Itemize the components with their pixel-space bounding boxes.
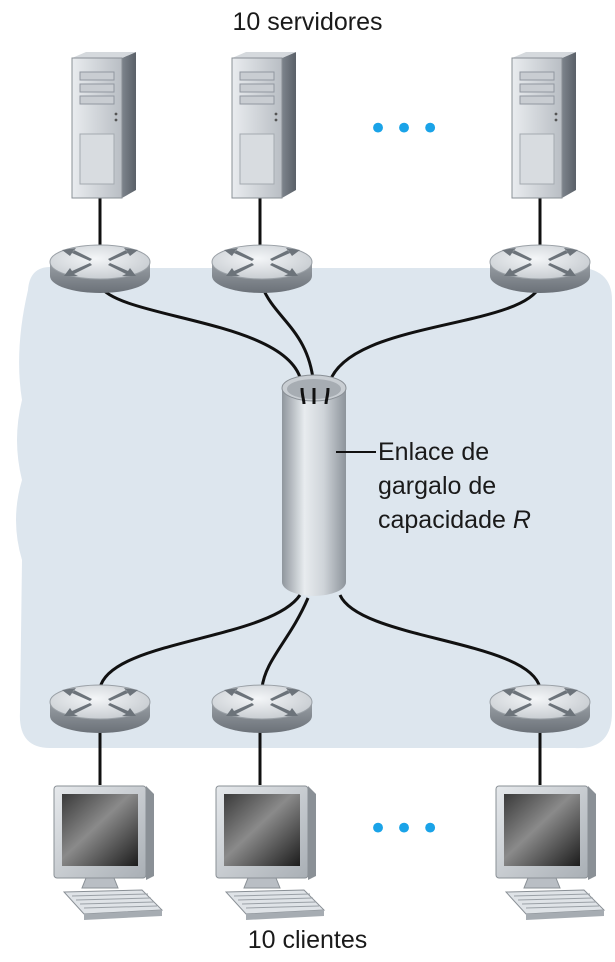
bottleneck-label-line3: capacidade R <box>378 503 531 537</box>
desktop-computer-icon <box>495 785 606 920</box>
servers-ellipsis: ••• <box>368 109 447 149</box>
servers-label: 10 servidores <box>232 8 383 36</box>
core-links <box>98 285 542 689</box>
server-links <box>98 196 542 248</box>
link-router3-core <box>326 285 542 389</box>
router-icon <box>211 684 313 733</box>
router-icon <box>49 684 151 733</box>
clients-ellipsis: ••• <box>368 809 447 849</box>
server-tower-icon <box>231 52 296 199</box>
clients-label: 10 clientes <box>247 926 368 954</box>
link-router1-core <box>98 285 304 389</box>
bottleneck-link-cylinder <box>281 374 347 596</box>
router-icon <box>489 684 591 733</box>
capacity-prefix: capacidade <box>378 506 513 534</box>
bottleneck-label-line2: gargalo de <box>378 472 497 500</box>
router-icon <box>49 244 151 293</box>
router-icon <box>489 244 591 293</box>
server-tower-icon <box>71 52 136 199</box>
desktop-computer-icon <box>53 785 164 920</box>
link-core-router5 <box>260 597 310 689</box>
link-core-router6 <box>338 594 542 689</box>
bottleneck-label: Enlace de gargalo de capacidade R <box>378 435 531 537</box>
link-core-router4 <box>98 594 302 689</box>
router-icon <box>211 244 313 293</box>
link-router2-core <box>260 285 316 389</box>
server-tower-icon <box>511 52 576 199</box>
capacity-variable: R <box>512 506 531 534</box>
desktop-computer-icon <box>215 785 326 920</box>
bottleneck-label-line1: Enlace de <box>378 438 490 466</box>
